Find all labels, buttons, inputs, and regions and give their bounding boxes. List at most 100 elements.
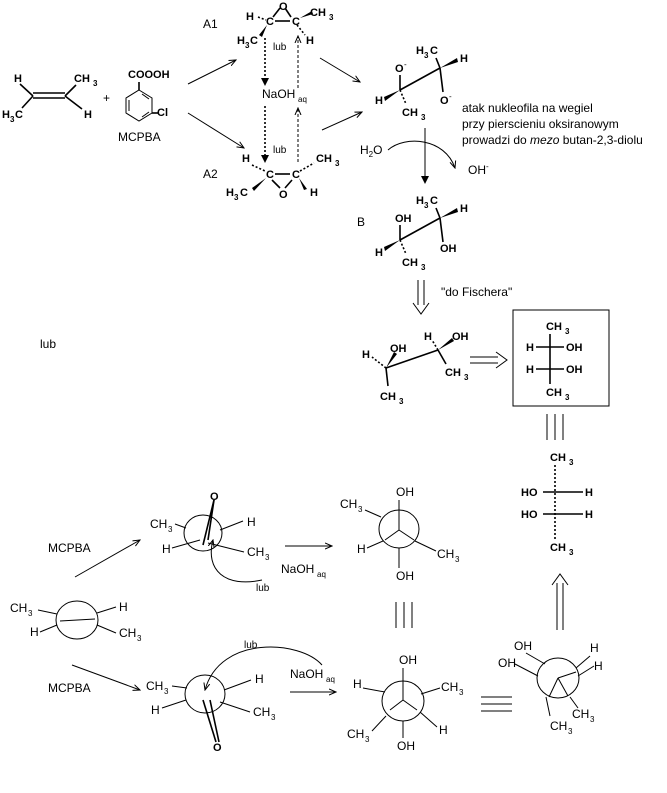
atom-subscript: 3 [245, 41, 250, 50]
atom-label: CH [402, 257, 418, 269]
atom-subscript: 3 [568, 727, 573, 736]
atom-label: H [14, 73, 22, 85]
label-b: B [357, 215, 365, 229]
newman-diol-top: OH CH 3 H CH 3 OH [340, 485, 460, 583]
identity-symbol-horizontal [481, 696, 512, 712]
atom-label: H [151, 703, 160, 717]
atom-subscript: 3 [421, 113, 426, 122]
atom-label: CH [572, 707, 589, 721]
atom-label: COOOH [128, 69, 170, 81]
annotation-part: prowadzi do [462, 133, 530, 147]
atom-label: C [430, 195, 438, 207]
atom-subscript: 3 [234, 193, 239, 202]
label-a1: A1 [203, 17, 218, 31]
atom-label: OH [395, 213, 412, 225]
atom-label: C [15, 109, 23, 121]
naoh-label: NaOH [281, 562, 314, 576]
atom-subscript: 3 [455, 555, 460, 564]
identity-symbol-vertical-2 [395, 602, 413, 628]
atom-label: CH [441, 680, 458, 694]
annotation-line: atak nukleofila na wegiel [462, 101, 593, 115]
atom-subscript: 3 [464, 373, 469, 382]
atom-label: OH [397, 739, 415, 753]
atom-label: CH [146, 679, 163, 693]
atom-label: H [526, 342, 534, 354]
atom-subscript: 3 [164, 687, 169, 696]
atom-label: OH [566, 364, 583, 376]
atom-label: H [119, 600, 128, 614]
atom-subscript: 3 [459, 688, 464, 697]
atom-label: CH [550, 452, 566, 464]
atom-label: CH [119, 626, 136, 640]
mcpba-bottom-label: MCPBA [48, 681, 91, 695]
atom-label: CH [150, 517, 167, 531]
atom-label: H [255, 672, 264, 686]
atom-subscript: 3 [28, 609, 33, 618]
charge-label: - [404, 60, 407, 69]
atom-label: O [395, 63, 404, 75]
atom-label: CH [546, 321, 562, 333]
naoh-subscript: aq [317, 570, 326, 579]
atom-label: OH [514, 639, 532, 653]
plus-sign: + [103, 91, 110, 105]
atom-label: CH [74, 73, 90, 85]
atom-label: H [310, 187, 318, 199]
atom-label: OH [399, 653, 417, 667]
atom-label: CH [380, 391, 396, 403]
atom-label: OH [396, 485, 414, 499]
atom-subscript: 3 [168, 525, 173, 534]
atom-subscript: 3 [424, 201, 429, 210]
atom-subscript: 3 [565, 393, 570, 402]
atom-label: OH [390, 343, 407, 355]
newman-butene: MCPBA MCPBA CH 3 H H CH 3 [10, 540, 142, 695]
mechanism-annotation: atak nukleofila na wegiel przy pierscien… [462, 101, 643, 147]
atom-subscript: 3 [329, 13, 334, 22]
atom-label: Cl [157, 107, 168, 119]
annotation-line: prowadzi do mezo butan-2,3-diolu [462, 133, 643, 147]
annotation-line: przy pierscieniu oksiranowym [462, 117, 619, 131]
naoh-label: NaOH [262, 87, 295, 101]
atom-label: OH [440, 243, 457, 255]
label-a2: A2 [203, 167, 218, 181]
atom-label: CH [247, 545, 264, 559]
atom-label: H [242, 153, 250, 165]
atom-label: CH [316, 153, 332, 165]
atom-label: H [375, 247, 383, 259]
atom-label: C [250, 35, 258, 47]
alkoxide-intermediate: H 3 C H O - O - H CH 3 [375, 45, 468, 122]
atom-subscript: 3 [569, 458, 574, 467]
mcpba-label: MCPBA [118, 130, 161, 144]
mcpba-top-label: MCPBA [48, 541, 91, 555]
atom-label: HO [521, 509, 538, 521]
atom-label: H [353, 677, 362, 691]
up-hollow-arrow [551, 573, 569, 630]
atom-label: H [585, 487, 593, 499]
atom-label: CH [10, 601, 27, 615]
lub-label: lub [273, 145, 287, 156]
atom-subscript: 3 [565, 327, 570, 336]
newman-diol-bottom: OH H CH 3 CH 3 H OH [347, 653, 464, 753]
atom-label: OH [396, 569, 414, 583]
atom-subscript: 3 [569, 548, 574, 557]
atom-subscript: 3 [399, 397, 404, 406]
do-fischera-label: "do Fischera" [441, 285, 512, 299]
to-fischer-hollow-arrow [470, 351, 508, 369]
atom-label: H [306, 35, 314, 47]
atom-label: H [416, 45, 424, 57]
atom-label: O [440, 95, 449, 107]
atom-label: H [30, 625, 39, 639]
atom-label: CH [340, 497, 357, 511]
atom-subscript: 3 [421, 263, 426, 272]
trans-2-butene: H CH 3 H 3 C H [2, 73, 98, 124]
atom-subscript: 3 [265, 553, 270, 562]
hydroxide-label: OH- [468, 162, 489, 177]
atom-label: C [266, 16, 274, 28]
atom-label: H [2, 109, 10, 121]
atom-label: C [266, 169, 274, 181]
zigzag-diol: H OH CH 3 H OH CH 3 [362, 331, 469, 406]
atom-label: H [375, 95, 383, 107]
atom-label: HO [521, 487, 538, 499]
atom-label: OH [452, 331, 469, 343]
atom-label: CH [310, 7, 326, 19]
